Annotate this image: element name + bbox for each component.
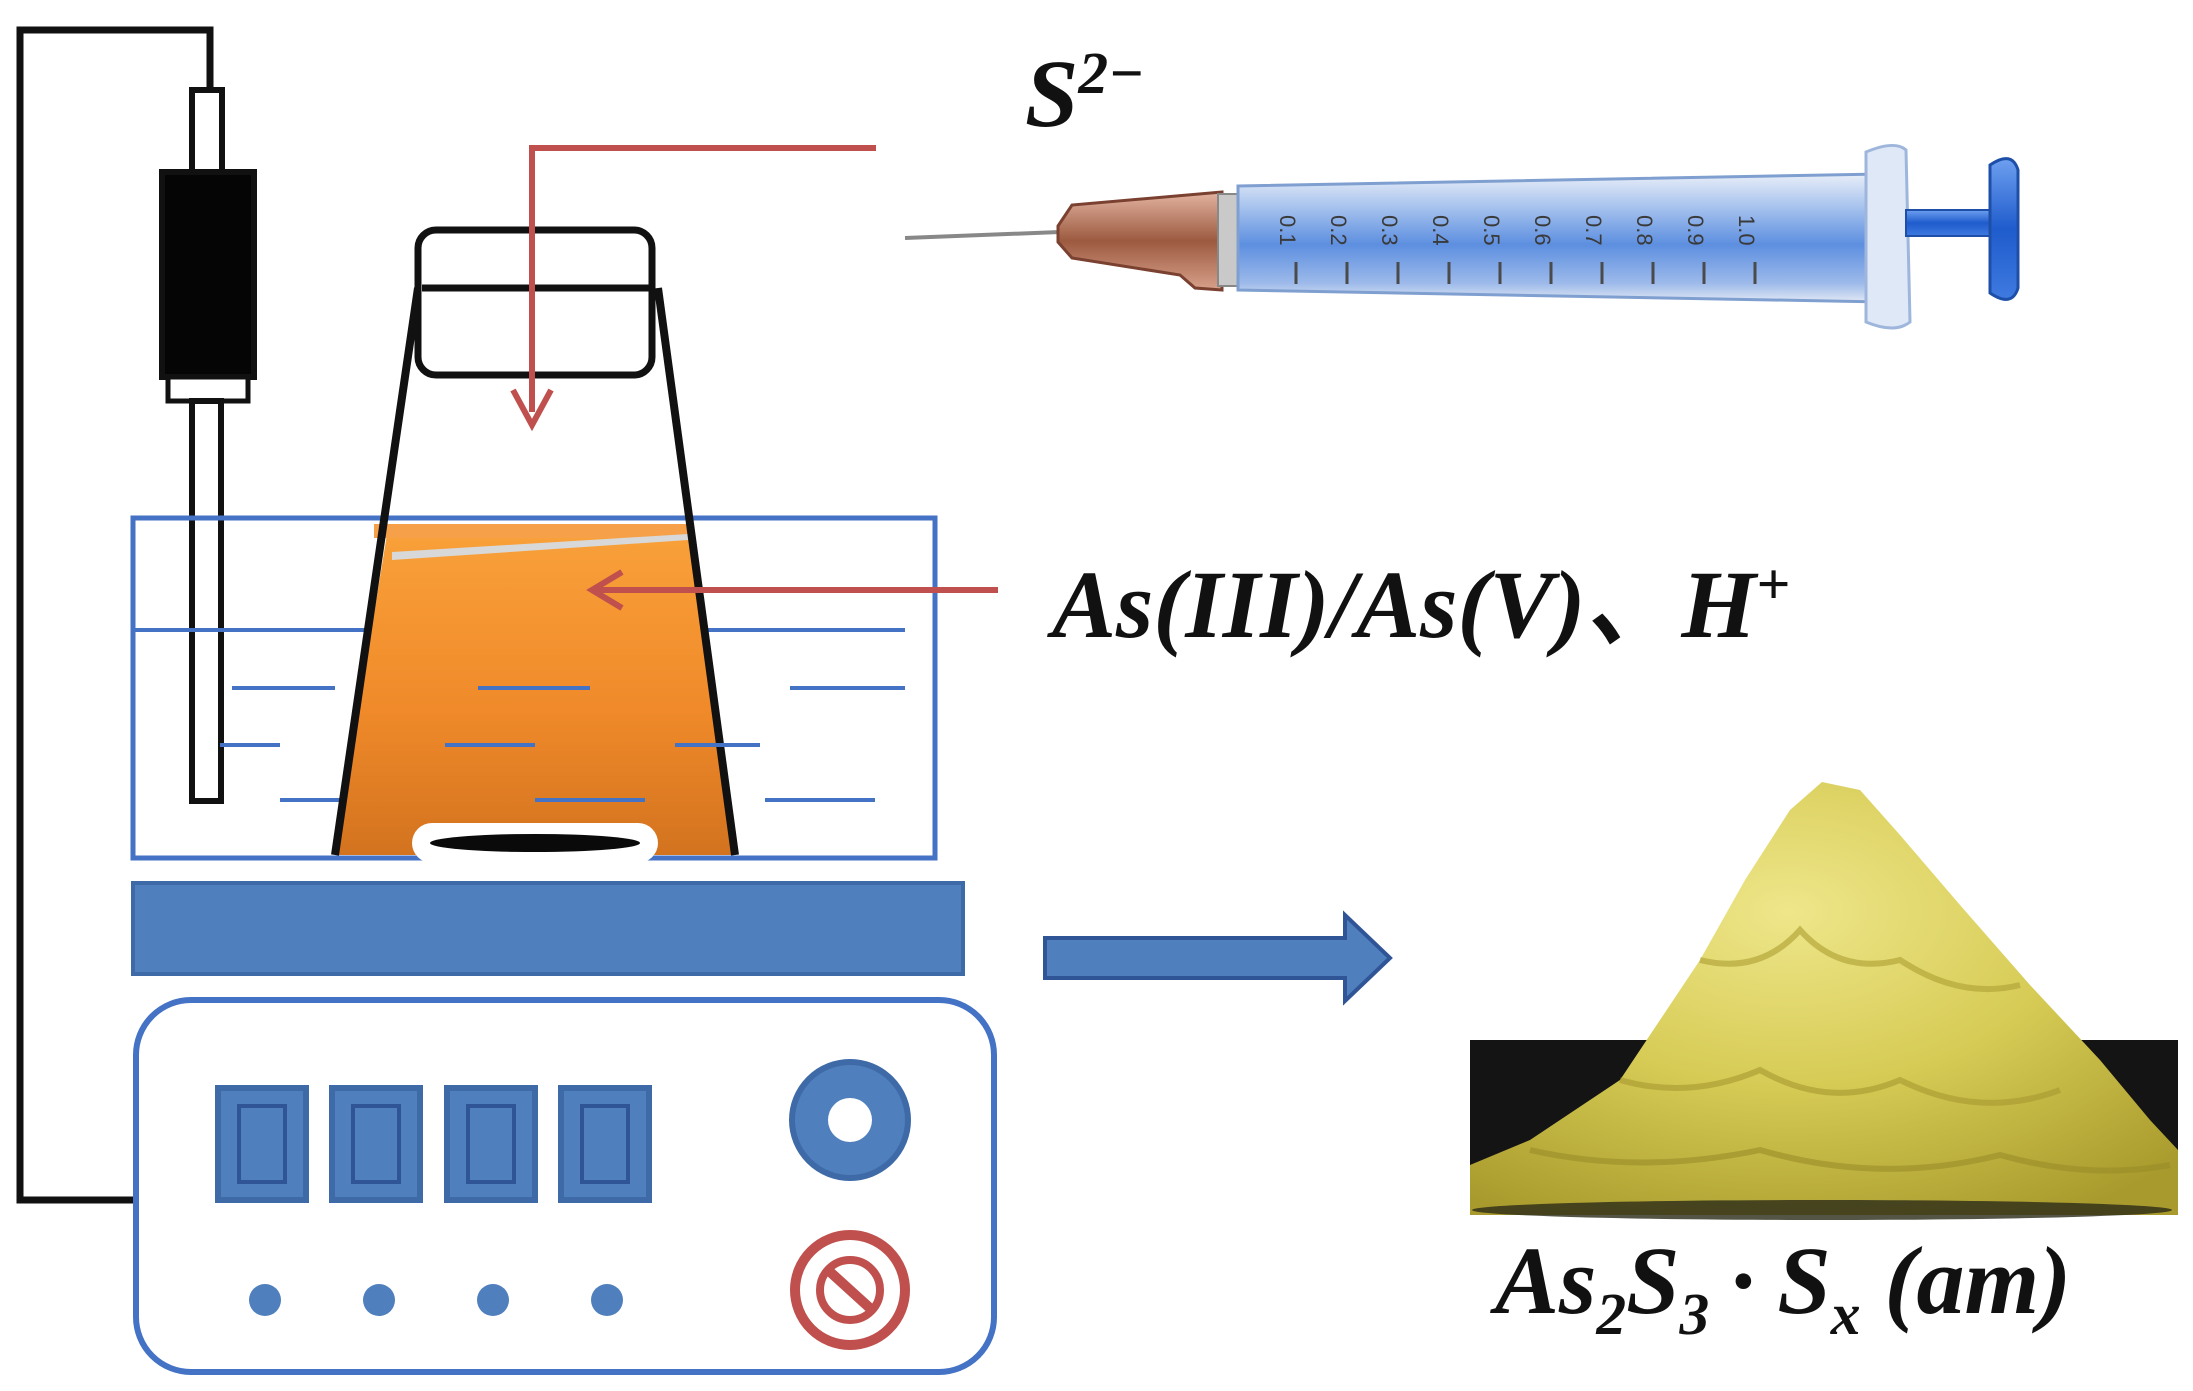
- reagents-label-charge: +: [1756, 551, 1791, 617]
- product-dot: ·: [1727, 1227, 1760, 1334]
- control-buttons: [249, 1284, 623, 1316]
- product-s-sub: 3: [1679, 1280, 1710, 1347]
- sulfide-label: S2−: [1025, 38, 1144, 149]
- syringe-scale-label: 0.8: [1632, 215, 1657, 246]
- product-as: As: [1495, 1227, 1597, 1334]
- product-as-sub: 2: [1596, 1280, 1627, 1347]
- conical-flask: [331, 226, 739, 856]
- stir-bar: [412, 823, 658, 863]
- product-sx: S: [1777, 1227, 1831, 1334]
- flask-liquid-lines: [445, 686, 760, 802]
- addition-arrow: [510, 145, 876, 432]
- syringe-scale-label: 0.6: [1530, 215, 1555, 246]
- hotplate-body: [133, 997, 997, 1375]
- product-sx-sub: x: [1830, 1280, 1861, 1347]
- reagents-label: As(III)/As(V)、H+: [1052, 526, 1790, 665]
- syringe-scale-label: 0.7: [1581, 215, 1606, 246]
- sulfide-label-charge: 2−: [1078, 40, 1145, 106]
- syringe-scale-label: 0.1: [1275, 215, 1300, 246]
- syringe-scale-label: 1.0: [1734, 215, 1759, 246]
- electrode-cable: [16, 26, 214, 1204]
- sulfide-label-base: S: [1025, 40, 1079, 147]
- ph-electrode: [159, 87, 257, 804]
- syringe: 0.1 0.2 0.3 0.4 0.5 0.6 0.7 0.8 0.9 1.0: [904, 144, 2020, 330]
- product-powder-photo: [1470, 782, 2178, 1220]
- product-phase: (am): [1884, 1227, 2072, 1334]
- syringe-scale-label: 0.3: [1377, 215, 1402, 246]
- syringe-scale-label: 0.5: [1479, 215, 1504, 246]
- syringe-scale-label: 0.9: [1683, 215, 1708, 246]
- product-s: S: [1626, 1227, 1680, 1334]
- product-label: As2S3·Sx (am): [1495, 1225, 2071, 1349]
- stop-knob-icon: [790, 1230, 910, 1350]
- reagents-label-main: As(III)/As(V)、H: [1052, 551, 1757, 658]
- process-arrow: [1043, 910, 1393, 1006]
- syringe-scale-label: 0.2: [1326, 215, 1351, 246]
- hotplate-top: [131, 881, 965, 976]
- display-panels: [215, 1085, 652, 1203]
- syringe-scale-label: 0.4: [1428, 215, 1453, 246]
- reagent-arrow: [586, 569, 998, 611]
- power-knob-icon: [789, 1059, 911, 1181]
- syringe-scale: 0.1 0.2 0.3 0.4 0.5 0.6 0.7 0.8 0.9 1.0: [1275, 215, 1759, 284]
